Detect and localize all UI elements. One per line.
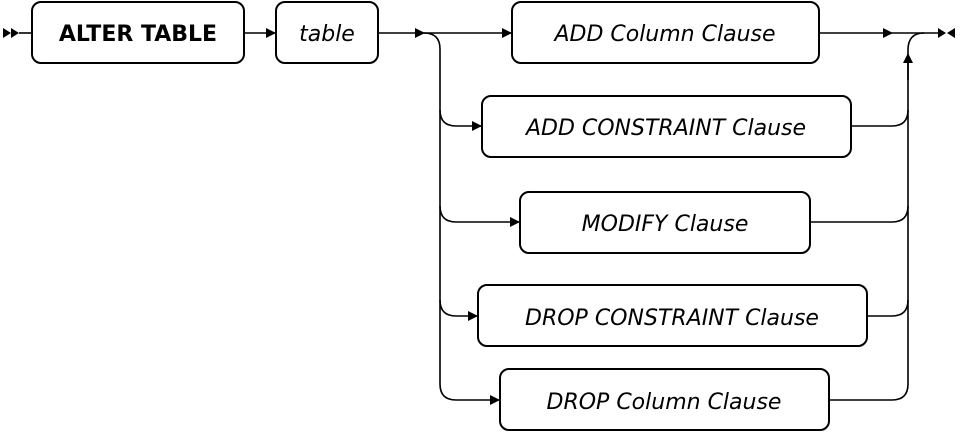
end-marker-icon [938,28,955,38]
keyword-alter-table: ALTER TABLE [31,1,245,64]
branch-label: ADD Column Clause [552,22,775,47]
start-marker-icon [3,28,32,38]
keyword-label: ALTER TABLE [59,22,217,47]
nonterminal-table: table [275,1,379,64]
branch-label: MODIFY Clause [582,212,749,237]
branch-modify: MODIFY Clause [519,191,811,254]
branch-lines [423,28,938,405]
branch-add-constraint: ADD CONSTRAINT Clause [481,95,852,158]
nonterminal-label: table [299,22,355,47]
branch-label: DROP CONSTRAINT Clause [525,306,819,331]
branch-label: DROP Column Clause [547,390,782,415]
branch-label: ADD CONSTRAINT Clause [524,116,806,141]
branch-add-column: ADD Column Clause [511,1,820,64]
branch-drop-column: DROP Column Clause [499,368,830,431]
branch-drop-constraint: DROP CONSTRAINT Clause [477,284,868,347]
